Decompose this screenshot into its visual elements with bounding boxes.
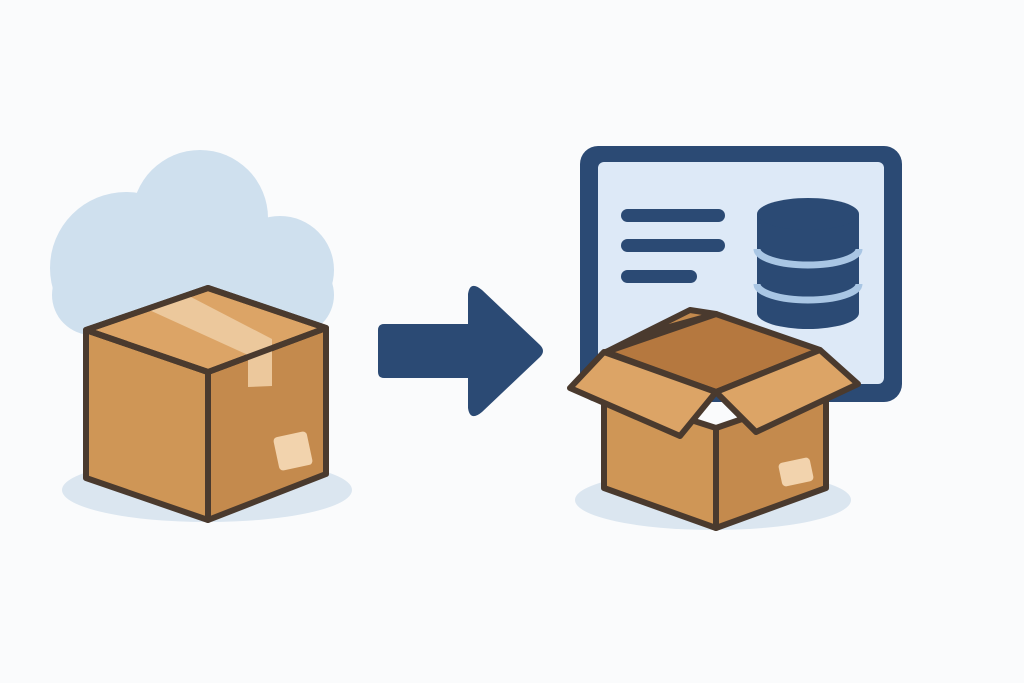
database-top <box>757 198 859 230</box>
database-icon <box>753 198 863 329</box>
open-box-left-flap <box>567 349 719 439</box>
database-body <box>757 214 859 329</box>
closed-box-outline <box>83 285 329 520</box>
open-box-icon <box>567 307 861 531</box>
open-box-right-flap <box>713 347 861 435</box>
text-lines-icon <box>621 209 725 283</box>
shipping-label <box>273 431 313 471</box>
database-band-2 <box>753 283 863 304</box>
database-band-1 <box>753 248 863 269</box>
open-box-label <box>778 457 814 487</box>
arrow-right-icon <box>378 285 543 417</box>
open-box-back-flap <box>603 307 719 355</box>
tape-strip <box>147 296 272 387</box>
